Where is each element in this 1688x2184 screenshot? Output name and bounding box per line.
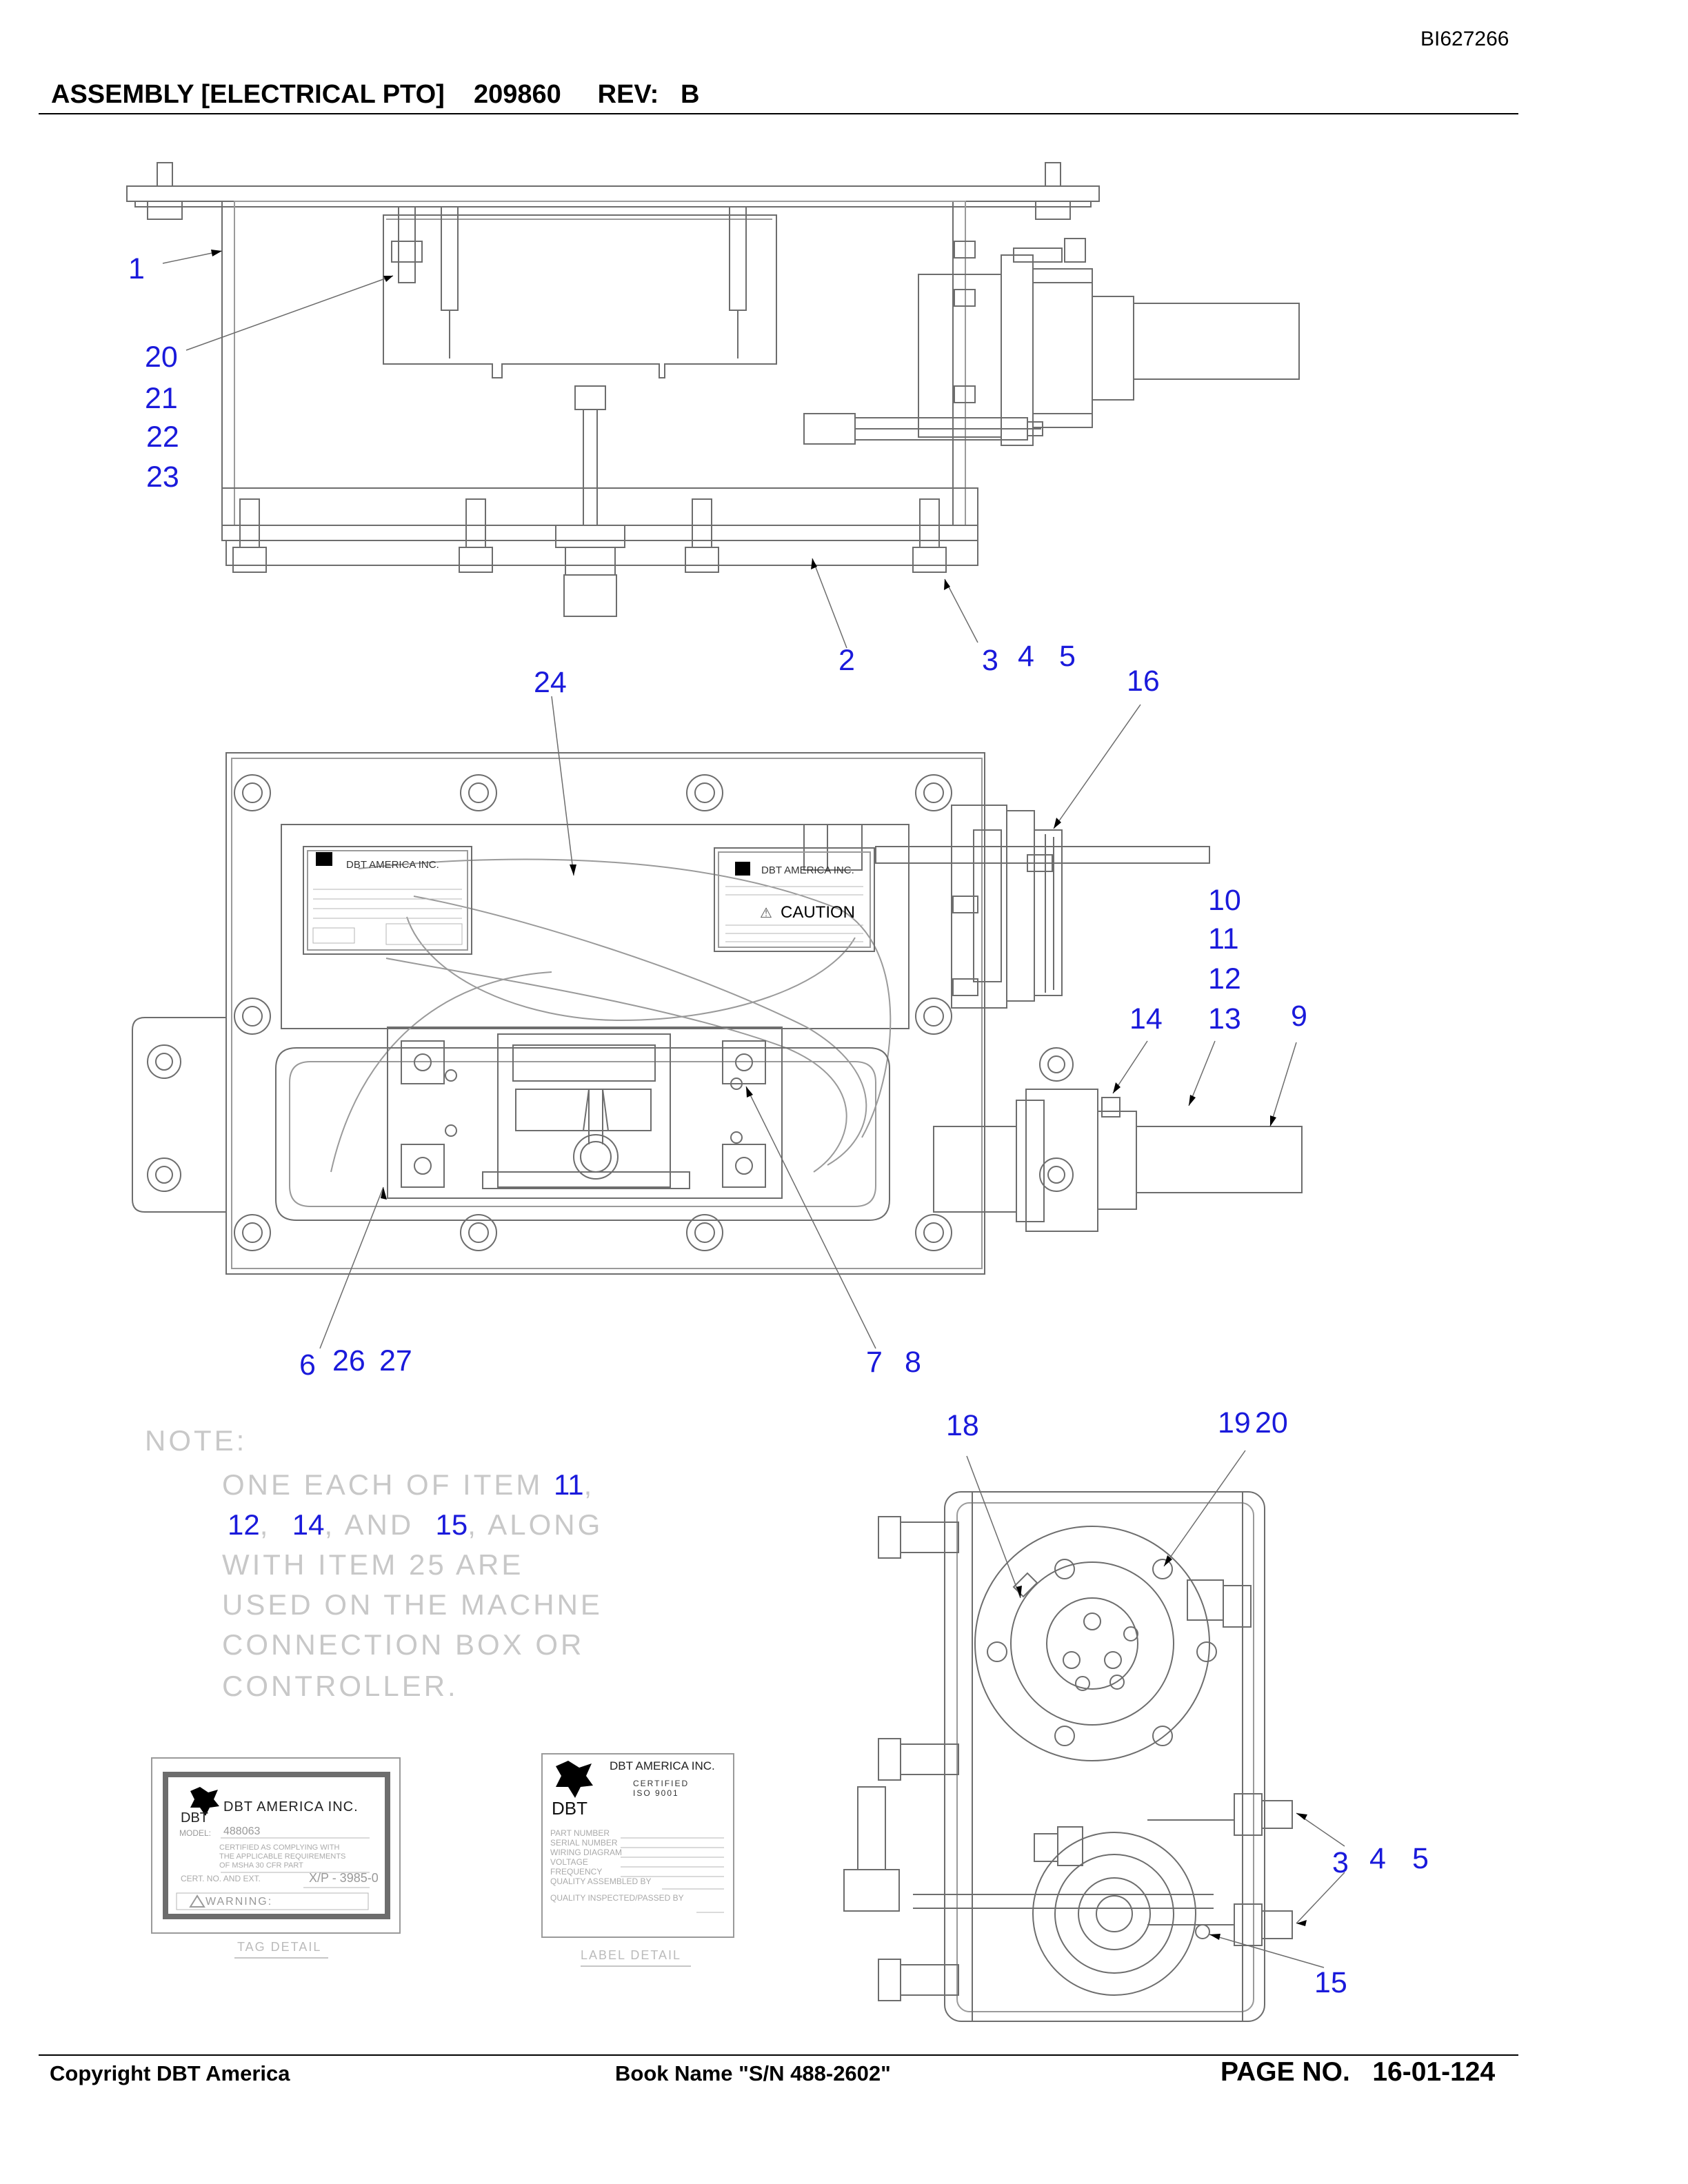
note-line-2-sep: , — [259, 1508, 271, 1541]
footer-page-number: PAGE NO. 16-01-124 — [1220, 2057, 1495, 2087]
callout-3-end: 3 — [1332, 1846, 1349, 1879]
tag-model-value: 488063 — [223, 1826, 261, 1837]
part-number: 209860 — [474, 80, 561, 109]
callout-7: 7 — [866, 1346, 883, 1379]
callout-21: 21 — [145, 382, 178, 415]
callout-12: 12 — [1208, 962, 1241, 995]
flange-studs — [878, 1516, 959, 2001]
callout-11: 11 — [1208, 922, 1239, 956]
tag-cert-no-label: CERT. NO. AND EXT. — [181, 1874, 261, 1883]
note-line-2-mid: , AND — [324, 1508, 414, 1541]
perimeter-bolts — [147, 774, 1074, 1251]
callout-9: 9 — [1291, 1000, 1307, 1033]
flange-bolt-ring — [987, 1559, 1217, 1746]
assembly-title: ASSEMBLY [ELECTRICAL PTO] — [51, 80, 445, 109]
note-line-1-suffix: , — [583, 1468, 595, 1501]
callout-4-end: 4 — [1369, 1842, 1386, 1875]
tag-company-short: DBT — [181, 1810, 208, 1826]
page-title: ASSEMBLY [ELECTRICAL PTO] 209860 REV: B — [51, 80, 699, 110]
callout-24: 24 — [534, 666, 567, 699]
note-heading: NOTE: — [145, 1424, 248, 1457]
tag-model-label: MODEL: — [179, 1828, 212, 1838]
label-field-serial-number: SERIAL NUMBER — [550, 1838, 618, 1848]
footer-book-name: Book Name "S/N 488-2602" — [615, 2061, 891, 2085]
tag-detail-caption: TAG DETAIL — [237, 1940, 322, 1954]
end-view — [843, 1450, 1345, 2022]
callout-5-end: 5 — [1412, 1842, 1429, 1875]
label-detail-caption: LABEL DETAIL — [581, 1948, 682, 1962]
callout-19: 19 — [1218, 1406, 1251, 1439]
label-iso: ISO 9001 — [633, 1788, 679, 1798]
callout-2: 2 — [838, 644, 855, 677]
label-fields: PART NUMBER SERIAL NUMBER WIRING DIAGRAM… — [550, 1828, 684, 1903]
note-item-11: 11 — [554, 1468, 584, 1501]
rev-value: B — [681, 80, 700, 109]
note-item-12: 12 — [228, 1508, 260, 1541]
footer-copyright: Copyright DBT America — [50, 2061, 290, 2085]
callout-20-end: 20 — [1255, 1406, 1288, 1439]
callout-20: 20 — [145, 341, 178, 374]
callout-5-top: 5 — [1059, 640, 1076, 673]
note-line-6: CONTROLLER. — [222, 1670, 459, 1702]
label-field-inspected-by: QUALITY INSPECTED/PASSED BY — [550, 1893, 684, 1903]
callout-4-top: 4 — [1018, 640, 1034, 673]
tag-warning: WARNING: — [205, 1896, 273, 1908]
callout-1: 1 — [128, 252, 145, 285]
small-label-company: DBT AMERICA INC. — [761, 865, 854, 876]
footer-rule — [39, 2054, 1518, 2056]
note-line-2-suffix: , ALONG — [468, 1508, 603, 1541]
page-label: PAGE NO. — [1220, 2057, 1350, 2087]
callout-3-top: 3 — [982, 644, 998, 677]
tag-cert-line3: OF MSHA 30 CFR PART — [219, 1861, 303, 1870]
tag-detail-plate — [151, 1757, 401, 1959]
note-item-15: 15 — [435, 1508, 468, 1541]
note-line-4: USED ON THE MACHNE — [222, 1588, 603, 1621]
note-line-1-text: ONE EACH OF ITEM — [222, 1468, 543, 1501]
callout-27: 27 — [379, 1344, 412, 1377]
tag-cert-line2: THE APPLICABLE REQUIREMENTS — [219, 1852, 346, 1861]
note-line-2: 12, 14, AND 15, ALONG — [228, 1508, 603, 1541]
callout-23: 23 — [146, 461, 179, 494]
label-company: DBT AMERICA INC. — [610, 1759, 715, 1772]
callout-22: 22 — [146, 421, 179, 454]
small-label-plate — [714, 847, 875, 952]
note-line-1: ONE EACH OF ITEM 11, — [222, 1468, 594, 1502]
callout-13: 13 — [1208, 1002, 1241, 1035]
tag-company: DBT AMERICA INC. — [223, 1799, 359, 1814]
caution-warning-icon: ⚠ — [760, 906, 772, 921]
callout-18: 18 — [946, 1409, 979, 1442]
callout-8: 8 — [905, 1346, 921, 1379]
small-tag-plate — [303, 846, 472, 955]
document-id: BI627266 — [1420, 28, 1509, 50]
callout-10: 10 — [1208, 884, 1241, 917]
label-company-short: DBT — [552, 1798, 587, 1819]
top-view — [132, 696, 1303, 1349]
caution-label: CAUTION — [781, 903, 855, 922]
label-field-voltage: VOLTAGE — [550, 1857, 588, 1867]
callout-16: 16 — [1127, 665, 1160, 698]
callout-14: 14 — [1129, 1002, 1163, 1035]
tag-cert-line1: CERTIFIED AS COMPLYING WITH — [219, 1843, 340, 1852]
note-line-5: CONNECTION BOX OR — [222, 1628, 585, 1661]
label-field-wiring-diagram: WIRING DIAGRAM — [550, 1848, 622, 1857]
rev-label: REV: — [597, 80, 659, 109]
small-tag-company: DBT AMERICA INC. — [346, 859, 439, 871]
label-field-frequency: FREQUENCY — [550, 1867, 603, 1877]
label-field-part-number: PART NUMBER — [550, 1828, 610, 1838]
callout-15: 15 — [1314, 1966, 1347, 1999]
callout-6: 6 — [299, 1348, 316, 1382]
label-certified: CERTIFIED — [633, 1779, 690, 1788]
page-value: 16-01-124 — [1372, 2057, 1496, 2087]
header-rule — [39, 113, 1518, 114]
note-line-3: WITH ITEM 25 ARE — [222, 1548, 524, 1581]
label-field-assembled-by: QUALITY ASSEMBLED BY — [550, 1877, 652, 1886]
side-view — [126, 162, 1300, 649]
callout-26: 26 — [332, 1344, 365, 1377]
label-detail-plate — [541, 1753, 734, 1967]
tag-cert-no-value: X/P - 3985-0 — [309, 1871, 379, 1885]
note-item-14: 14 — [292, 1508, 325, 1541]
